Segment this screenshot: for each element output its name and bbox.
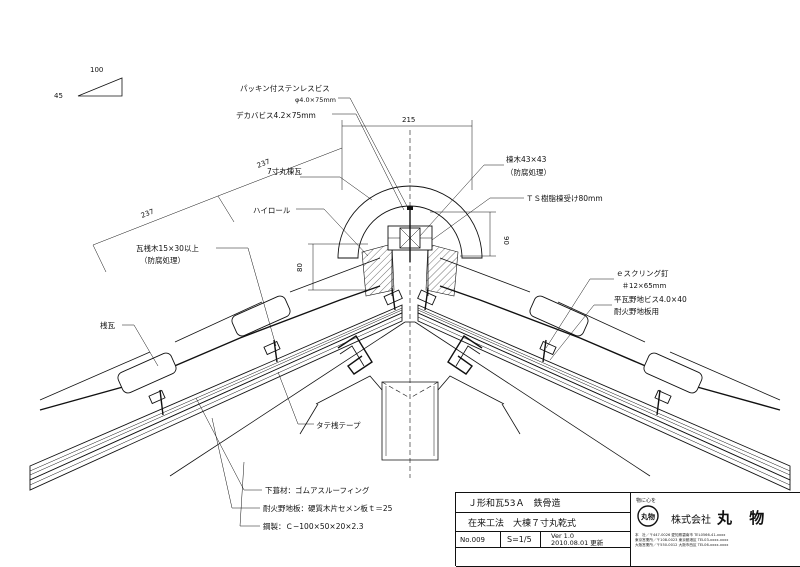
callout-ts-resin: ＴＳ樹脂棟受け80mm <box>526 193 603 203</box>
slope-scale-triangle: 100 45 <box>54 66 123 100</box>
dim-237-lower-label: 237 <box>140 208 155 220</box>
callout-sheathing: 耐火野地板：硬質木片セメン板ｔ＝25 <box>263 503 393 513</box>
callout-tate-tape: タテ桟テープ <box>316 420 361 430</box>
callout-hi-roll: ハイロール <box>253 206 291 215</box>
address-line-1: 本 社／〒447-0026 愛知県碧南市 TEL0566-41-xxxx <box>635 533 726 537</box>
callout-packing-screw-size: φ4.0×75mm <box>295 96 336 104</box>
right-roof-slope <box>417 257 791 491</box>
callout-flat-screw: 平瓦野地ビス4.0×40 <box>614 294 687 304</box>
dim-215-label: 215 <box>402 116 415 124</box>
callout-kerabata: 桟瓦 <box>100 320 115 330</box>
left-upper-tile <box>231 295 291 337</box>
callout-batten-note: （防腐処理） <box>140 255 185 265</box>
dim-80-label: 80 <box>296 263 304 272</box>
hi-roll-right <box>425 243 459 297</box>
steel-structure <box>169 130 651 478</box>
company-addresses: 本 社／〒447-0026 愛知県碧南市 TEL0566-41-xxxx 東京営… <box>635 533 728 548</box>
address-line-2: 東京営業所／〒108-0023 東京都港区 TEL03-xxxx-xxxx <box>635 538 729 542</box>
left-lower-tile <box>117 352 177 394</box>
callout-ring-nail-size: ＃12×65mm <box>622 282 666 290</box>
company-name-wrap: 株式会社丸 物 <box>671 507 770 528</box>
callout-packing-screw: パッキン付ステンレスビス <box>240 83 330 93</box>
version-cell: Ver 1.0 2010.08.01 更新 <box>541 532 631 548</box>
right-batten-screw-1 <box>654 389 672 416</box>
right-batten-screw-2 <box>539 339 557 363</box>
callout-ridge-tile: 7寸丸棟瓦 <box>267 166 302 176</box>
dim-90-label: 90 <box>502 236 510 245</box>
callout-flat-screw-note: 耐火野地板用 <box>614 306 659 316</box>
title-line-2: 在来工法 大棟７寸丸乾式 <box>456 513 631 532</box>
title-line-1: Ｊ形和瓦53Ａ 鉄骨造 <box>456 493 631 513</box>
round-ridge-tile <box>337 185 483 259</box>
company-name: 丸 物 <box>717 509 771 527</box>
drawing-scale: S=1/5 <box>501 532 541 548</box>
logo-caption: 物に心を <box>636 497 656 504</box>
right-batten-screw-3 <box>417 287 437 311</box>
revision-date: 2010.08.01 更新 <box>551 538 604 547</box>
callout-steel: 鋼製：Ｃ−100×50×20×2.3 <box>263 521 364 531</box>
company-cell: 物に心を 丸物 株式会社丸 物 本 社／〒447-0026 愛知県碧南市 TEL… <box>631 493 800 567</box>
slope-run-label: 100 <box>90 66 103 74</box>
callout-ring-nail: ｅスクリング釘 <box>616 268 669 278</box>
left-batten-screw-1 <box>148 389 166 416</box>
callout-ridge-wood: 棟木43×43 <box>506 154 547 164</box>
left-batten-screw-3 <box>383 287 403 311</box>
callout-ridge-wood-note: （防腐処理） <box>506 167 551 177</box>
title-block: Ｊ形和瓦53Ａ 鉄骨造 在来工法 大棟７寸丸乾式 No.009 S=1/5 Ve… <box>455 492 800 567</box>
callouts: パッキン付ステンレスビス φ4.0×75mm デカバビス4.2×75mm 7寸丸… <box>100 83 687 531</box>
address-line-3: 大阪営業所／〒550-0012 大阪市西区 TEL06-xxxx-xxxx <box>635 543 729 547</box>
version-text: Ver 1.0 <box>551 532 575 540</box>
title-block-blank <box>456 548 631 567</box>
callout-batten: 瓦桟木15×30以上 <box>136 243 199 253</box>
right-upper-tile <box>529 295 589 337</box>
right-c-channel <box>447 335 483 375</box>
left-roof-slope <box>29 257 403 491</box>
callout-dekaba-screw: デカバビス4.2×75mm <box>236 110 316 120</box>
drawing-number: No.009 <box>456 532 501 548</box>
left-c-channel <box>337 335 373 375</box>
company-logo-icon: 物に心を 丸物 <box>636 497 659 527</box>
slope-rise-label: 45 <box>54 92 63 100</box>
left-batten-screw-2 <box>263 339 281 363</box>
right-lower-tile <box>643 352 703 394</box>
ridge-steel-box <box>381 381 439 461</box>
company-prefix: 株式会社 <box>671 515 711 526</box>
callout-underlay: 下葺材：ゴムアスルーフィング <box>265 485 370 495</box>
logo-mark: 丸物 <box>640 512 655 521</box>
hi-roll-left <box>361 243 395 297</box>
